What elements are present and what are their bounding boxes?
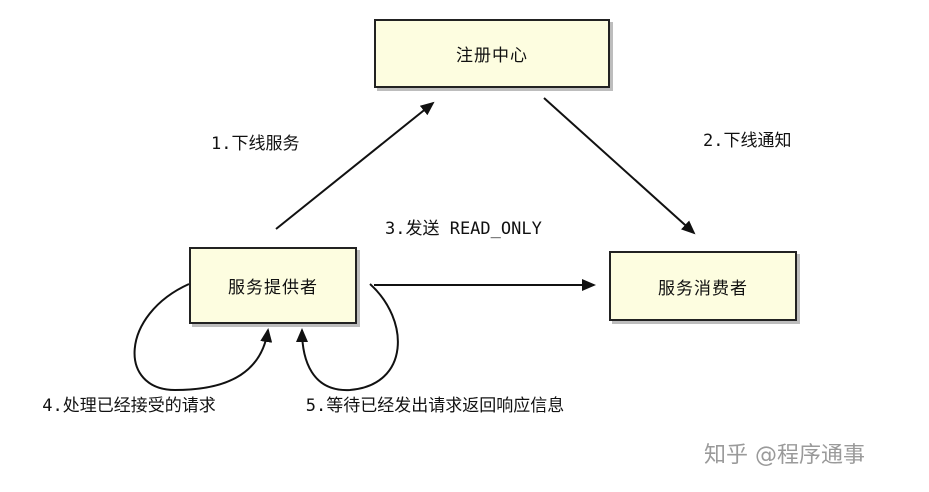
edge-label-send-readonly: 3.发送 READ_ONLY: [385, 219, 542, 239]
service-provider-label: 服务提供者: [228, 278, 318, 298]
service-consumer-node: 服务消费者: [609, 251, 797, 321]
loop-process-received: [133, 283, 273, 392]
edge-label-process-received: 4.处理已经接受的请求: [42, 396, 216, 416]
registry-center-label: 注册中心: [456, 46, 528, 66]
service-provider-node: 服务提供者: [189, 247, 357, 324]
edge-label-offline-service: 1.下线服务: [211, 134, 300, 154]
edge-label-offline-notify: 2.下线通知: [703, 131, 792, 151]
service-consumer-label: 服务消费者: [658, 278, 748, 299]
edge-label-wait-responses: 5.等待已经发出请求返回响应信息: [305, 396, 565, 416]
loop-wait-responses: [296, 283, 399, 392]
arrow-offline-service: [275, 101, 435, 230]
watermark: 知乎 @程序通事: [704, 443, 865, 468]
registry-center-node: 注册中心: [374, 19, 610, 88]
arrow-offline-notify: [543, 97, 696, 235]
